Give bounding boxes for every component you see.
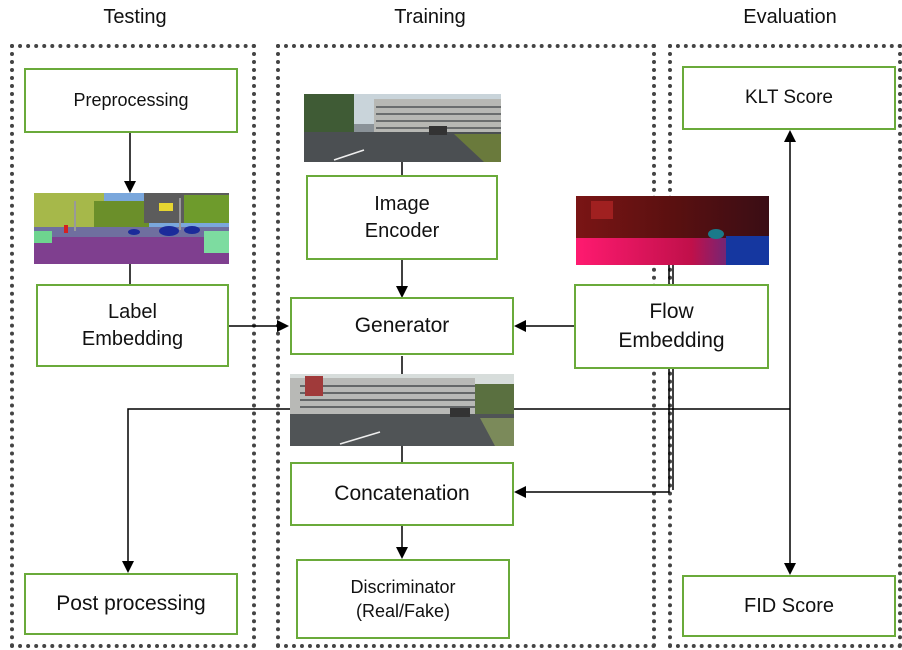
image-encoder-label-line2: Encoder <box>364 219 440 242</box>
fid-score-box: FID Score <box>682 575 896 637</box>
generator-box: Generator <box>290 297 514 355</box>
segmentation-map-image <box>34 193 229 264</box>
optical-flow-image <box>576 196 769 265</box>
flow-embedding-label-line2: Embedding <box>618 328 725 352</box>
testing-panel <box>10 44 256 648</box>
post-processing-box: Post processing <box>24 573 238 635</box>
discriminator-box: Discriminator (Real/Fake) <box>296 559 510 639</box>
discriminator-label-line1: Discriminator <box>350 576 456 597</box>
testing-title: Testing <box>103 6 167 28</box>
generated-frame-image <box>290 374 514 446</box>
post-processing-label: Post processing <box>56 592 206 615</box>
training-title: Training <box>394 6 466 28</box>
image-encoder-box: Image Encoder <box>306 175 498 260</box>
preprocessing-box: Preprocessing <box>24 68 238 133</box>
generator-label: Generator <box>354 314 450 337</box>
label-embedding-label-line1: Label <box>108 300 157 323</box>
preprocessing-label: Preprocessing <box>73 90 189 110</box>
concatenation-label: Concatenation <box>334 482 470 505</box>
flow-embedding-label-line1: Flow <box>649 300 694 324</box>
discriminator-label-line2: (Real/Fake) <box>355 601 450 621</box>
label-embedding-box: Label Embedding <box>36 284 229 367</box>
input-frame-image <box>304 94 501 162</box>
image-encoder-label-line1: Image <box>374 192 430 215</box>
klt-score-box: KLT Score <box>682 66 896 130</box>
concatenation-box: Concatenation <box>290 462 514 526</box>
arrow-generated-to-post-processing <box>122 408 290 573</box>
fid-score-label: FID Score <box>743 594 835 617</box>
label-embedding-label-line2: Embedding <box>81 327 184 350</box>
flow-embedding-box: Flow Embedding <box>574 284 769 369</box>
evaluation-title: Evaluation <box>743 6 837 28</box>
klt-score-label: KLT Score <box>744 87 833 108</box>
